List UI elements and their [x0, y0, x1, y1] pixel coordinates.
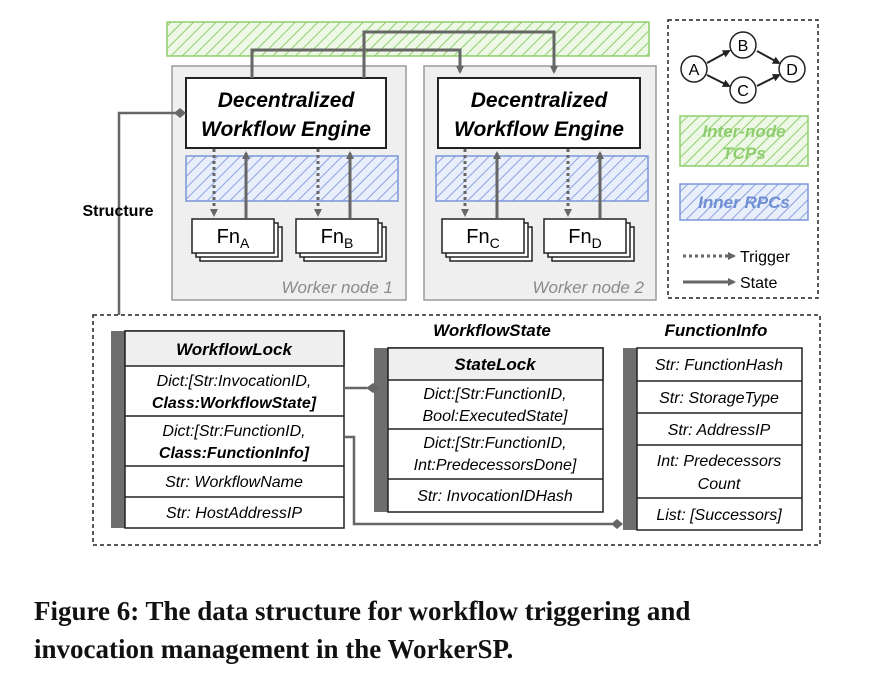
structure-connector — [117, 111, 180, 326]
fi-row1: Str: FunctionHash — [655, 357, 783, 374]
dag-label-b: B — [738, 38, 749, 55]
rpc-band-2 — [435, 155, 649, 202]
diamond-state — [366, 383, 380, 393]
tcp-link-to-fn-d — [362, 30, 558, 78]
fi-row2: Str: StorageType — [659, 390, 779, 407]
fi-row3: Str: AddressIP — [668, 422, 771, 439]
workflow-lock-table: WorkflowLock Dict:[Str:InvocationID, Cla… — [111, 330, 345, 529]
svg-text:FnC: FnC — [466, 226, 499, 251]
ws-row2-line1: Dict:[Str:FunctionID, — [423, 435, 566, 452]
tcp-legend-line2: TCPs — [722, 144, 765, 163]
workflow-state-table: WorkflowState StateLock Dict:[Str:Functi… — [374, 321, 604, 513]
diamond-functioninfo — [611, 519, 623, 529]
wl-row2-line1: Dict:[Str:FunctionID, — [162, 423, 305, 440]
dag-node-a — [680, 55, 708, 83]
wl-row3: Str: WorkflowName — [165, 474, 303, 491]
worker-node-2: Decentralized Workflow Engine FnC FnD Wo… — [423, 65, 657, 301]
svg-text:FnA: FnA — [217, 226, 250, 251]
tcp-legend-swatch — [679, 115, 809, 167]
engine-line2-1: Workflow Engine — [201, 118, 371, 141]
svg-text:FnD: FnD — [568, 226, 601, 251]
fn-b-label: Fn — [321, 226, 344, 248]
fi-row5: List: [Successors] — [656, 507, 782, 524]
function-info-table: FunctionInfo Str: FunctionHash Str: Stor… — [623, 321, 803, 531]
worker-node-1: Decentralized Workflow Engine FnA FnB Wo… — [171, 65, 407, 301]
figure-caption: Figure 6: The data structure for workflo… — [34, 592, 864, 668]
state-lock-header — [387, 347, 604, 381]
ws-row2-line2: Int:PredecessorsDone] — [414, 457, 577, 474]
wl-row1-line1: Dict:[Str:InvocationID, — [157, 373, 312, 390]
function-box-d: FnD — [543, 218, 635, 262]
wl-row1-line2: Class:WorkflowState] — [152, 395, 317, 412]
svg-text:FnB: FnB — [321, 226, 354, 251]
worker-node-1-label: Worker node 1 — [282, 278, 394, 297]
dag-label-d: D — [786, 62, 798, 79]
structure-diamond-top — [174, 108, 186, 118]
link-workflowlock-to-functioninfo — [344, 435, 612, 526]
function-box-c: FnC — [441, 218, 533, 262]
caption-line-1: Figure 6: The data structure for workflo… — [34, 596, 691, 626]
rpc-band-1 — [185, 155, 399, 202]
rpc-legend-swatch — [679, 183, 809, 221]
dag-node-b — [729, 31, 757, 59]
engine-box-1 — [185, 77, 387, 149]
trigger-legend-label: Trigger — [740, 249, 791, 266]
state-legend-label: State — [740, 275, 777, 292]
engine-box-2 — [437, 77, 641, 149]
fn-c-sub: C — [490, 235, 500, 251]
fn-b-sub: B — [344, 235, 353, 251]
rpc-legend-label: Inner RPCs — [698, 193, 790, 212]
diagram: Decentralized Workflow Engine FnA FnB Wo… — [82, 19, 821, 546]
workflow-state-heading: WorkflowState — [433, 321, 551, 340]
engine-line1-1: Decentralized — [218, 89, 356, 112]
structure-label: Structure — [82, 203, 153, 220]
dag-legend: A B C D — [680, 31, 806, 104]
dag-label-a: A — [689, 62, 700, 79]
fn-d-sub: D — [592, 235, 602, 251]
fn-a-label: Fn — [217, 226, 240, 248]
ws-row1-line1: Dict:[Str:FunctionID, — [423, 386, 566, 403]
function-box-a: FnA — [191, 218, 283, 262]
engine-line1-2: Decentralized — [471, 89, 609, 112]
fi-row4-line1: Int: Predecessors — [657, 453, 782, 470]
fn-c-label: Fn — [466, 226, 489, 248]
fi-row4-line2: Count — [698, 476, 741, 493]
state-lock-title: StateLock — [454, 355, 537, 374]
ws-row3: Str: InvocationIDHash — [417, 488, 573, 505]
function-box-b: FnB — [295, 218, 387, 262]
dag-label-c: C — [737, 83, 749, 100]
fn-d-label: Fn — [568, 226, 591, 248]
legend: A B C D Inter-node TCPs Inner RPCs Trigg… — [667, 19, 819, 299]
dag-node-c — [729, 76, 757, 104]
workflow-lock-header — [124, 330, 345, 367]
ws-row1-line2: Bool:ExecutedState] — [423, 408, 569, 425]
wl-row2-line2: Class:FunctionInfo] — [159, 445, 310, 462]
wl-row4: Str: HostAddressIP — [166, 505, 302, 522]
caption-line-2: invocation management in the WorkerSP. — [34, 634, 514, 664]
fn-a-sub: A — [240, 235, 250, 251]
tcp-link-to-fn-c — [250, 48, 464, 78]
dag-node-d — [778, 55, 806, 83]
engine-line2-2: Workflow Engine — [454, 118, 624, 141]
workflow-lock-title: WorkflowLock — [176, 340, 293, 359]
tcp-legend-line1: Inter-node — [702, 122, 785, 141]
function-info-heading: FunctionInfo — [665, 321, 768, 340]
worker-node-2-label: Worker node 2 — [533, 278, 645, 297]
